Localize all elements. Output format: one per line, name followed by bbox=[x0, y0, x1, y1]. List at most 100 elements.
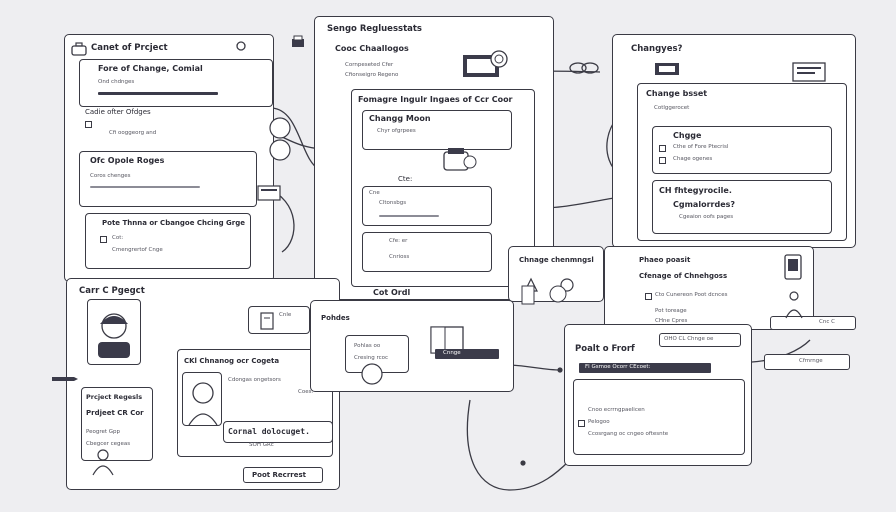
inner-panel: Changg Moon Chyr ofgrpees bbox=[362, 110, 512, 150]
card-mid-header: Cnle bbox=[279, 312, 292, 318]
checkbox[interactable] bbox=[85, 121, 92, 128]
card-sender-footer: Cot Ordl bbox=[373, 288, 411, 297]
panel-row: Cnoo ecrrngpaelicen bbox=[588, 407, 645, 413]
card-sender[interactable]: Sengo Regluesstats Cooc Chaallogos Cornp… bbox=[314, 16, 554, 300]
section-row: Cot: bbox=[112, 235, 124, 241]
card-mid[interactable]: Pohdes Pohlas oo Cresing rcoc Cnnge bbox=[310, 300, 514, 392]
summary-title: Fore of Change, Comial bbox=[98, 64, 203, 73]
card-change-node-title: Chnage chenmngsl bbox=[519, 256, 594, 264]
card-project-row: Cadie ofter Ofdges bbox=[85, 108, 151, 116]
panel-row: Pohlas oo bbox=[354, 343, 381, 349]
card-phone-subtitle: Cfenage of Chnehgoss bbox=[639, 272, 728, 280]
card-sender-row: Cornpeseted Cfer bbox=[345, 62, 394, 68]
card-poot[interactable]: Poalt o Frorf OHO CL Chnge oe Fl Gsmoe O… bbox=[564, 324, 752, 466]
checkbox[interactable] bbox=[100, 236, 107, 243]
post-request-button[interactable]: Poot Recrrest bbox=[243, 467, 323, 483]
card-project-bottom-tabs: Prcject Regesls Prdjeet CR Cor Peogret G… bbox=[81, 387, 153, 461]
avatar bbox=[182, 372, 222, 426]
card-phone-change-button[interactable]: Cfmrnge bbox=[764, 354, 850, 370]
inner-row: Cgeaion oofs pages bbox=[679, 214, 734, 220]
pill-label: Cnc C bbox=[819, 319, 835, 325]
card-mid-title: Pohdes bbox=[321, 314, 350, 322]
section-row: Cmengrertof Cnge bbox=[112, 247, 163, 253]
panel-row: Cotlggerocet bbox=[654, 105, 690, 111]
inner-row: Cfe: er bbox=[389, 238, 408, 244]
phone-icon bbox=[781, 253, 809, 287]
section-bar bbox=[90, 186, 200, 188]
card-phone-row: Pot toreage bbox=[655, 308, 687, 314]
panel-row: Cdongas ongetsors bbox=[228, 377, 281, 383]
panel-title: CKl Chnanog ocr Cogeta bbox=[184, 357, 280, 365]
code-block: Cornal dolocuget. bbox=[223, 421, 333, 443]
card-poot-pill[interactable]: OHO CL Chnge oe bbox=[659, 333, 741, 347]
section-title: Ofc Opole Roges bbox=[90, 156, 165, 165]
card-project-section: Pote Thnna or Cbangoe Chcing Grge Cot: C… bbox=[85, 213, 251, 269]
code-text: Cornal dolocuget. bbox=[228, 427, 310, 436]
inner-title: Chgge bbox=[673, 131, 702, 140]
inner-title: Fomagre Ingulr Ingaes of Ccr Coor bbox=[358, 95, 513, 104]
chat-icon bbox=[262, 114, 298, 168]
card-changes-panel: Change bsset Cotlggerocet Chgge Cthe of … bbox=[637, 83, 847, 241]
printer-icon bbox=[290, 34, 306, 54]
card-poot-title: Poalt o Frorf bbox=[575, 344, 635, 354]
pencil-icon bbox=[50, 370, 80, 389]
inner-row: Cltonsbgs bbox=[379, 200, 407, 206]
inner-row: Cne bbox=[369, 190, 380, 196]
card-phone-pill-button[interactable]: Cnc C bbox=[770, 316, 856, 330]
section-row: Coros chenges bbox=[90, 173, 131, 179]
card-sender-title: Sengo Regluesstats bbox=[327, 24, 422, 34]
card-project-bottom-title: Carr C Pgegct bbox=[79, 286, 145, 296]
bar-label: Cnnge bbox=[443, 350, 461, 356]
briefcase-icon bbox=[71, 41, 87, 60]
summary-row: Ond chdnges bbox=[98, 79, 135, 85]
inner-row: Changg Moon bbox=[369, 114, 431, 123]
panel-row: Cresing rcoc bbox=[354, 355, 389, 361]
inner-row: Chyr ofgrpees bbox=[377, 128, 416, 134]
checkbox[interactable] bbox=[645, 293, 652, 300]
bar-label: Fl Gsmoe Ocorr CEcoet: bbox=[585, 364, 651, 370]
inner-panel: Cne Cltonsbgs bbox=[362, 186, 492, 226]
card-mid-small[interactable]: Cnle bbox=[248, 306, 310, 334]
inner-row: Chage ogenes bbox=[673, 156, 713, 162]
tab-label[interactable]: Prcject Regesls bbox=[86, 393, 143, 401]
avatar bbox=[87, 299, 141, 365]
panel-row: Coes: bbox=[298, 389, 314, 395]
inner-row: Cgmalorrdes? bbox=[673, 200, 736, 209]
card-mid-bar: Cnnge bbox=[435, 349, 499, 359]
inner-title: CH fhtegyrocile. bbox=[659, 186, 732, 195]
card-phone-row: Cto Cunereon Poot dcnces bbox=[655, 292, 728, 298]
panel-row: Pelogoo bbox=[588, 419, 610, 425]
gear-icon bbox=[234, 38, 248, 57]
button-label: Poot Recrrest bbox=[252, 471, 306, 479]
hand-cursor-icon bbox=[360, 362, 386, 392]
inner-row: Cnrioss bbox=[389, 254, 410, 260]
card-project-section: Ofc Opole Roges Coros chenges bbox=[79, 151, 257, 207]
checkbox[interactable] bbox=[659, 145, 666, 152]
printer-icon bbox=[440, 144, 482, 180]
card-poot-bar: Fl Gsmoe Ocorr CEcoet: bbox=[579, 363, 711, 373]
card-sender-row: Cfionseigro Regeno bbox=[345, 72, 399, 78]
inner-bar bbox=[379, 215, 439, 217]
card-sender-subtitle: Cooc Chaallogos bbox=[335, 44, 409, 53]
checkbox[interactable] bbox=[578, 420, 585, 427]
card-project[interactable]: Canet of Prcject Fore of Change, Comial … bbox=[64, 34, 274, 282]
changes-inner: Chgge Cthe of Fore Ptecrisl Chage ogenes bbox=[652, 126, 832, 174]
summary-bar bbox=[98, 92, 218, 95]
laptop-icon bbox=[256, 182, 288, 210]
pill-label: Cfmrnge bbox=[799, 358, 823, 364]
card-phone[interactable]: Phaeo poasit Cfenage of Chnehgoss Cto Cu… bbox=[604, 246, 814, 330]
panel-title: Change bsset bbox=[646, 89, 708, 98]
changes-inner: CH fhtegyrocile. Cgmalorrdes? Cgeaion oo… bbox=[652, 180, 832, 234]
card-phone-row: CHne Cpres bbox=[655, 318, 688, 324]
card-changes[interactable]: Changyes? Change bsset Cotlggerocet Chgg… bbox=[612, 34, 856, 248]
laptop-icon bbox=[789, 59, 835, 93]
card-poot-panel: Cnoo ecrrngpaelicen Pelogoo Ccosrgang oc… bbox=[573, 379, 745, 455]
code-sub: SOH GRc bbox=[249, 442, 274, 448]
checkbox[interactable] bbox=[659, 157, 666, 164]
hand-cursor-icon bbox=[514, 282, 584, 312]
pill-label: OHO CL Chnge oe bbox=[664, 336, 714, 342]
card-project-title: Canet of Prcject bbox=[91, 43, 168, 53]
tab-label[interactable]: Prdjeet CR Cor bbox=[86, 409, 144, 417]
card-project-row: Cfi ooggeorg and bbox=[109, 130, 157, 136]
folder-icon bbox=[653, 59, 683, 83]
